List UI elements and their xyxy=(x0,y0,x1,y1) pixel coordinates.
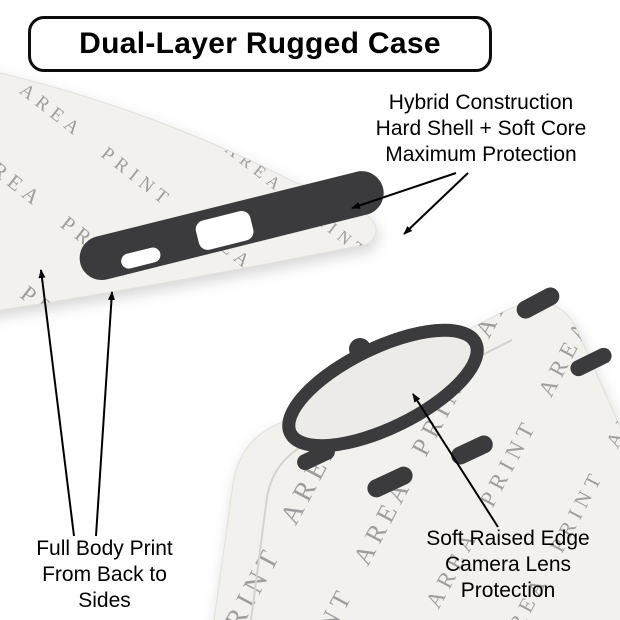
camera-hole xyxy=(195,211,254,250)
title-badge: Dual-Layer Rugged Case xyxy=(28,16,492,72)
annotation-hybrid: Hybrid Construction Hard Shell + Soft Co… xyxy=(345,90,617,168)
annotation-line-text: Maximum Protection xyxy=(385,143,577,167)
callout-line-fullbody-2 xyxy=(95,291,115,537)
side-button xyxy=(516,287,560,319)
flash-hole xyxy=(121,247,161,269)
callout-line-hybrid-1 xyxy=(351,172,457,209)
annotation-line-text: Hybrid Construction xyxy=(388,91,574,114)
annotation-line-text: Sides xyxy=(78,589,131,613)
annotation-line-text: Full Body Print xyxy=(36,537,173,560)
title-text: Dual-Layer Rugged Case xyxy=(79,27,441,60)
phone-case-bottom-back xyxy=(213,301,620,620)
annotation-line-text: From Back to xyxy=(42,563,167,587)
annotation-line-text: Hard Shell + Soft Core xyxy=(375,117,587,141)
camera-cutout-strip xyxy=(79,171,384,281)
annotation-line-text: Soft Raised Edge xyxy=(426,527,590,550)
annotation-line-text: Protection xyxy=(460,579,556,603)
annotation-line-text: Camera Lens xyxy=(444,553,572,577)
side-button xyxy=(367,466,413,498)
side-button xyxy=(570,347,612,377)
side-button xyxy=(451,435,493,465)
annotation-full-body-print: Full Body Print From Back to Sides xyxy=(12,536,197,614)
callout-line-fullbody-1 xyxy=(38,269,75,537)
annotation-soft-raised-edge: Soft Raised Edge Camera Lens Protection xyxy=(400,526,616,604)
camera-dot xyxy=(349,338,371,360)
callout-line-raised-edge xyxy=(412,393,499,528)
side-button xyxy=(297,443,335,471)
callout-line-hybrid-2 xyxy=(403,172,469,235)
